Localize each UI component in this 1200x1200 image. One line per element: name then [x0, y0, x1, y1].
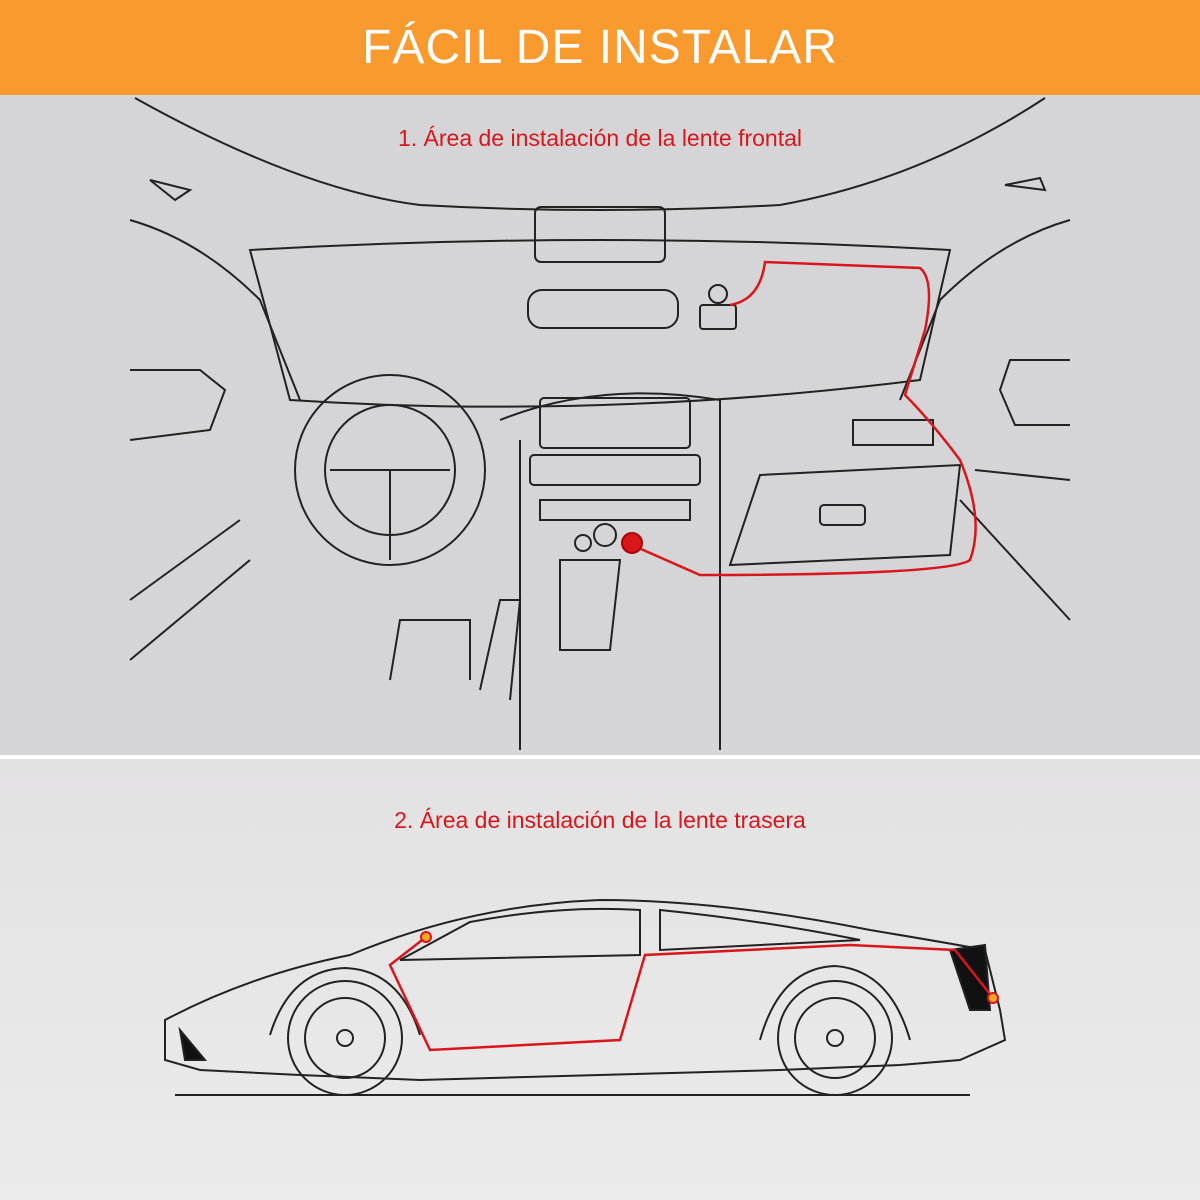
car-side-illustration [164, 898, 1007, 1096]
section-divider [0, 755, 1200, 759]
page-title: FÁCIL DE INSTALAR [362, 21, 838, 74]
front-section-caption: 1. Área de instalación de la lente front… [397, 125, 803, 151]
car-interior-illustration [129, 97, 1071, 750]
rear-camera-section: 2. Área de instalación de la lente trase… [0, 759, 1200, 1200]
header-banner: FÁCIL DE INSTALAR [0, 0, 1200, 95]
rear-section-caption: 2. Área de instalación de la lente trase… [394, 807, 806, 833]
front-camera-section: 1. Área de instalación de la lente front… [0, 95, 1200, 755]
